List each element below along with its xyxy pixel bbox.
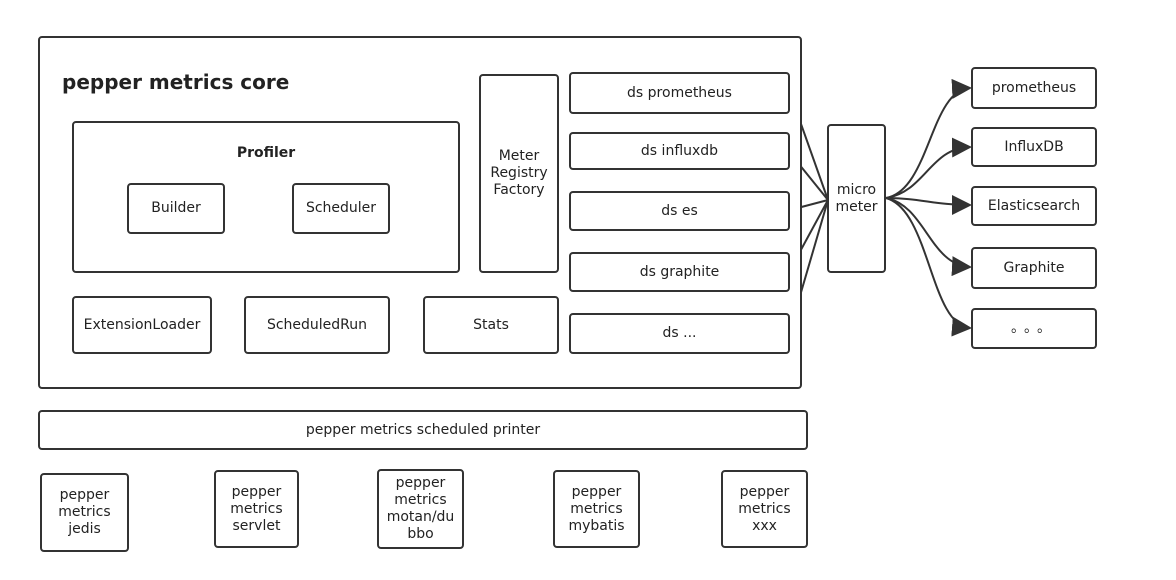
ds-etc-box: ds ...: [569, 313, 790, 354]
builder-box: Builder: [127, 183, 225, 234]
ds-es-box: ds es: [569, 191, 790, 231]
extension-loader-box: ExtensionLoader: [72, 296, 212, 354]
backend-elasticsearch-box: Elasticsearch: [971, 186, 1097, 226]
plugin-xxx-box: pepper metrics xxx: [721, 470, 808, 548]
plugin-mybatis-box: pepper metrics mybatis: [553, 470, 640, 548]
plugin-motan-dubbo-box: pepper metrics motan/du bbo: [377, 469, 464, 549]
scheduled-printer-bar: pepper metrics scheduled printer: [38, 410, 808, 450]
plugin-servlet-box: pepper metrics servlet: [214, 470, 299, 548]
stats-box: Stats: [423, 296, 559, 354]
plugin-jedis-box: pepper metrics jedis: [40, 473, 129, 552]
arrow-graphite: [885, 197, 972, 277]
arrow-prometheus: [885, 78, 972, 199]
micrometer-box: micro meter: [827, 124, 886, 273]
arrow-elasticsearch: [885, 194, 972, 215]
backend-prometheus-box: prometheus: [971, 67, 1097, 109]
ds-graphite-box: ds graphite: [569, 252, 790, 292]
ds-prometheus-box: ds prometheus: [569, 72, 790, 114]
arrow-etc: [885, 197, 972, 337]
profiler-title: Profiler: [236, 145, 296, 161]
backend-influxdb-box: InfluxDB: [971, 127, 1097, 167]
meter-registry-factory-box: Meter Registry Factory: [479, 74, 559, 273]
backend-graphite-box: Graphite: [971, 247, 1097, 289]
core-title: pepper metrics core: [62, 70, 290, 94]
scheduled-run-box: ScheduledRun: [244, 296, 390, 354]
backend-etc-box: 。。。: [971, 308, 1097, 349]
scheduler-box: Scheduler: [292, 183, 390, 234]
arrow-influxdb: [885, 137, 972, 199]
ds-influxdb-box: ds influxdb: [569, 132, 790, 170]
